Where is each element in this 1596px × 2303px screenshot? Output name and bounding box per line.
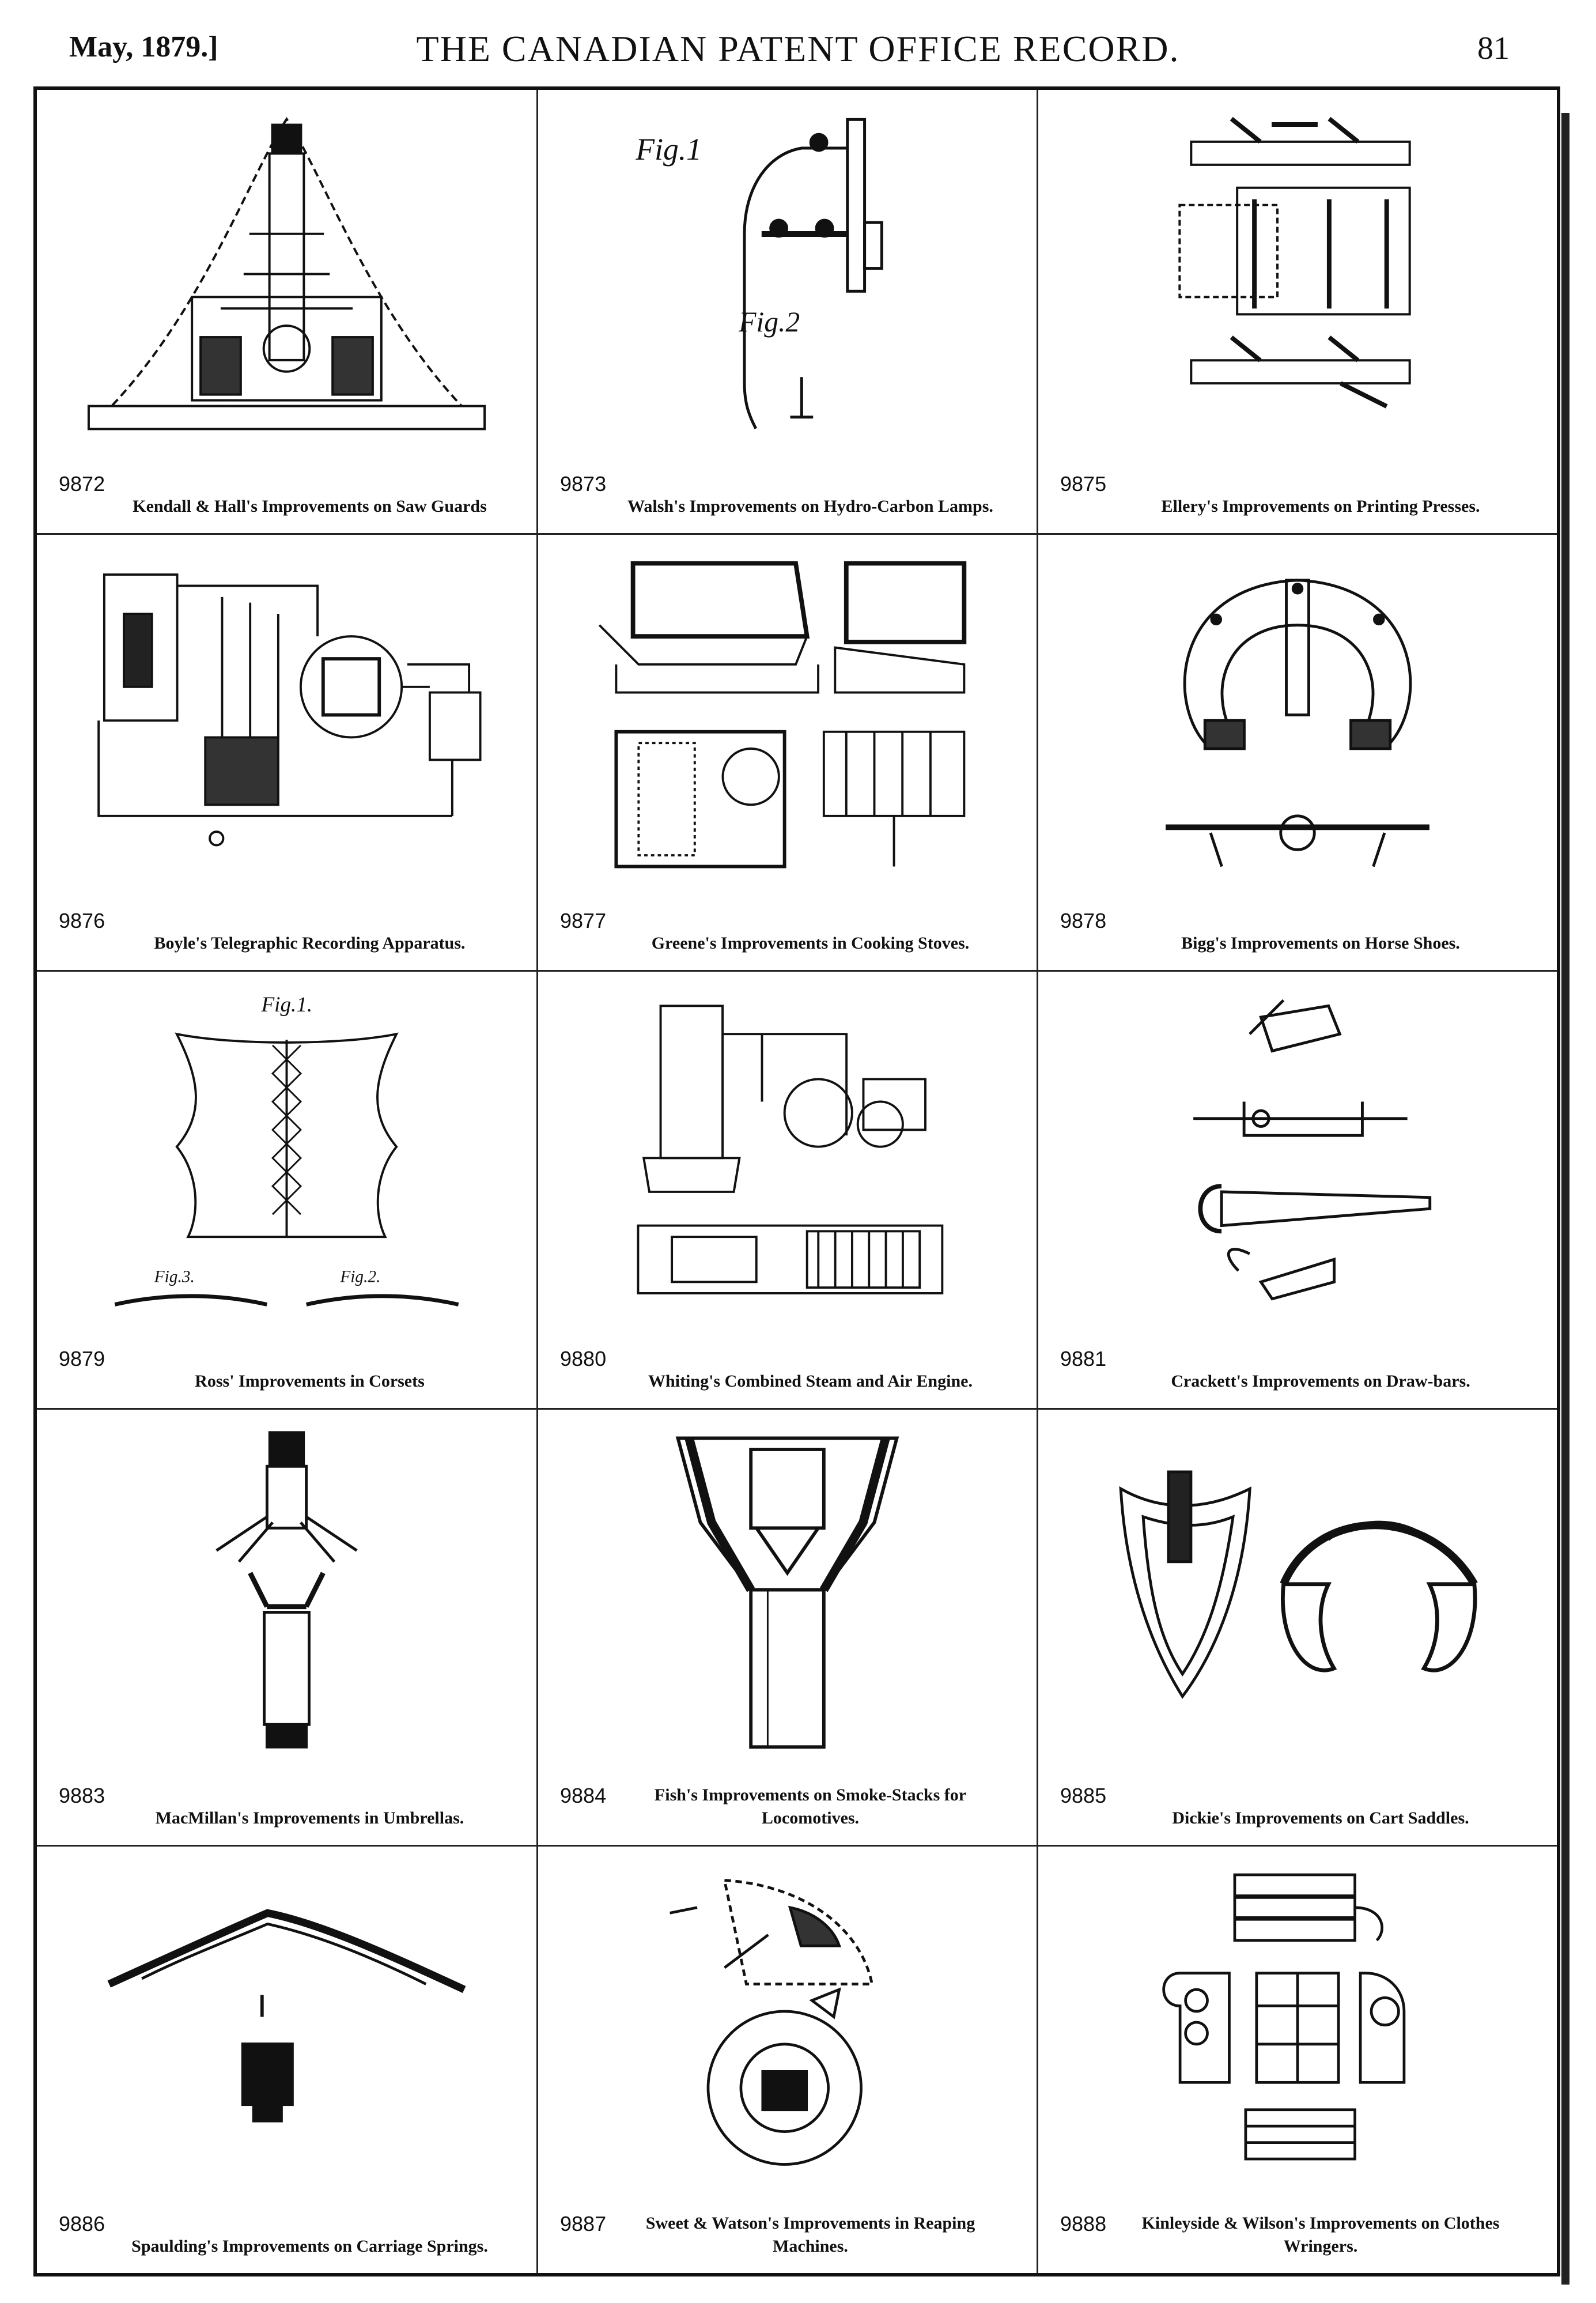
patent-entry-9881: 9881 Crackett's Improvements on Draw-bar…: [1038, 972, 1557, 1410]
patent-entry-9873: Fig.1 Fig.2 9873 Walsh's Improvements on…: [538, 90, 1038, 535]
patent-entry-9885: 9885 Dickie's Improvements on Cart Saddl…: [1038, 1410, 1557, 1847]
patent-caption: Walsh's Improvements on Hydro-Carbon Lam…: [627, 497, 993, 516]
patent-number: 9873: [560, 472, 607, 496]
issue-date: May, 1879.]: [69, 31, 218, 63]
patent-caption: Ross' Improvements in Corsets: [195, 1372, 425, 1391]
fig-2-label: Fig.2: [738, 306, 800, 338]
patent-number: 9881: [1060, 1347, 1107, 1371]
patent-entry-9886: 9886 Spaulding's Improvements on Carriag…: [37, 1847, 538, 2273]
cooking-stove-drawing: [578, 552, 996, 878]
patent-entry-9877: 9877 Greene's Improvements in Cooking St…: [538, 535, 1038, 972]
fig-3-label: Fig.3.: [154, 1267, 195, 1286]
printing-press-drawing: [1079, 107, 1516, 441]
steam-air-engine-drawing: [578, 989, 996, 1316]
patent-entry-9876: 9876 Boyle's Telegraphic Recording Appar…: [37, 535, 538, 972]
patent-number: 9876: [59, 909, 105, 932]
cart-saddle-drawing: [1079, 1427, 1516, 1753]
telegraphic-apparatus-drawing: [77, 552, 496, 878]
publication-title: THE CANADIAN PATENT OFFICE RECORD.: [416, 28, 1180, 69]
patent-number: 9877: [560, 909, 607, 932]
patent-number: 9875: [1060, 472, 1107, 496]
patent-caption: Sweet & Watson's Improvements in Reaping…: [645, 2214, 975, 2256]
page-header: May, 1879.] THE CANADIAN PATENT OFFICE R…: [0, 0, 1596, 75]
patent-number: 9888: [1060, 2212, 1107, 2236]
patent-entry-9883: 9883 MacMillan's Improvements in Umbrell…: [37, 1410, 538, 1847]
patent-caption: Whiting's Combined Steam and Air Engine.: [648, 1372, 973, 1391]
patent-entry-9875: 9875 Ellery's Improvements on Printing P…: [1038, 90, 1557, 535]
fig-1-label: Fig.1: [635, 132, 702, 167]
patent-caption: Kendall & Hall's Improvements on Saw Gua…: [133, 497, 487, 516]
page-number: 81: [1477, 31, 1510, 66]
horse-shoe-drawing: [1079, 552, 1516, 878]
patent-caption: Crackett's Improvements on Draw-bars.: [1171, 1372, 1470, 1391]
patent-entry-9880: 9880 Whiting's Combined Steam and Air En…: [538, 972, 1038, 1410]
patent-entry-9879: Fig.1. Fig.3. Fig.2. 9879 Ross' Improvem…: [37, 972, 538, 1410]
patent-number: 9886: [59, 2212, 105, 2236]
patent-entry-9878: 9878 Bigg's Improvements on Horse Shoes.: [1038, 535, 1557, 972]
patent-number: 9883: [59, 1784, 105, 1807]
carriage-spring-drawing: [77, 1864, 496, 2181]
patent-caption: Dickie's Improvements on Cart Saddles.: [1172, 1809, 1469, 1828]
draw-bar-drawing: [1079, 989, 1516, 1316]
umbrella-drawing: [77, 1427, 496, 1753]
fig-1-label: Fig.1.: [261, 993, 313, 1017]
patent-number: 9872: [59, 472, 105, 496]
patent-caption: Ellery's Improvements on Printing Presse…: [1161, 497, 1480, 516]
patent-number: 9885: [1060, 1784, 1107, 1807]
patent-entry-9884: 9884 Fish's Improvements on Smoke-Stacks…: [538, 1410, 1038, 1847]
patent-number: 9879: [59, 1347, 105, 1371]
patent-caption: Greene's Improvements in Cooking Stoves.: [651, 934, 970, 953]
patent-number: 9887: [560, 2212, 607, 2236]
patent-caption: Boyle's Telegraphic Recording Apparatus.: [154, 934, 466, 953]
patent-entry-9888: 9888 Kinleyside & Wilson's Improvements …: [1038, 1847, 1557, 2273]
patent-number: 9880: [560, 1347, 607, 1371]
patent-caption: Spaulding's Improvements on Carriage Spr…: [131, 2237, 488, 2256]
fig-2-label: Fig.2.: [339, 1267, 380, 1286]
smoke-stack-drawing: [578, 1427, 996, 1753]
reaping-machine-drawing: [578, 1864, 996, 2181]
patent-drawing-grid: 9872 Kendall & Hall's Improvements on Sa…: [33, 86, 1569, 2285]
patent-caption: Kinleyside & Wilson's Improvements on Cl…: [1141, 2214, 1500, 2256]
clothes-wringer-drawing: [1079, 1864, 1516, 2181]
patent-number: 9884: [560, 1784, 607, 1807]
corset-drawing: Fig.1. Fig.3. Fig.2.: [77, 989, 496, 1316]
patent-entry-9872: 9872 Kendall & Hall's Improvements on Sa…: [37, 90, 538, 535]
saw-guard-drawing: [77, 107, 496, 441]
patent-caption: Fish's Improvements on Smoke-Stacks for …: [654, 1785, 967, 1828]
patent-caption: MacMillan's Improvements in Umbrellas.: [155, 1809, 464, 1828]
patent-number: 9878: [1060, 909, 1107, 932]
patent-entry-9887: 9887 Sweet & Watson's Improvements in Re…: [538, 1847, 1038, 2273]
hydro-carbon-lamp-drawing: Fig.1 Fig.2: [578, 107, 996, 441]
patent-caption: Bigg's Improvements on Horse Shoes.: [1181, 934, 1460, 953]
